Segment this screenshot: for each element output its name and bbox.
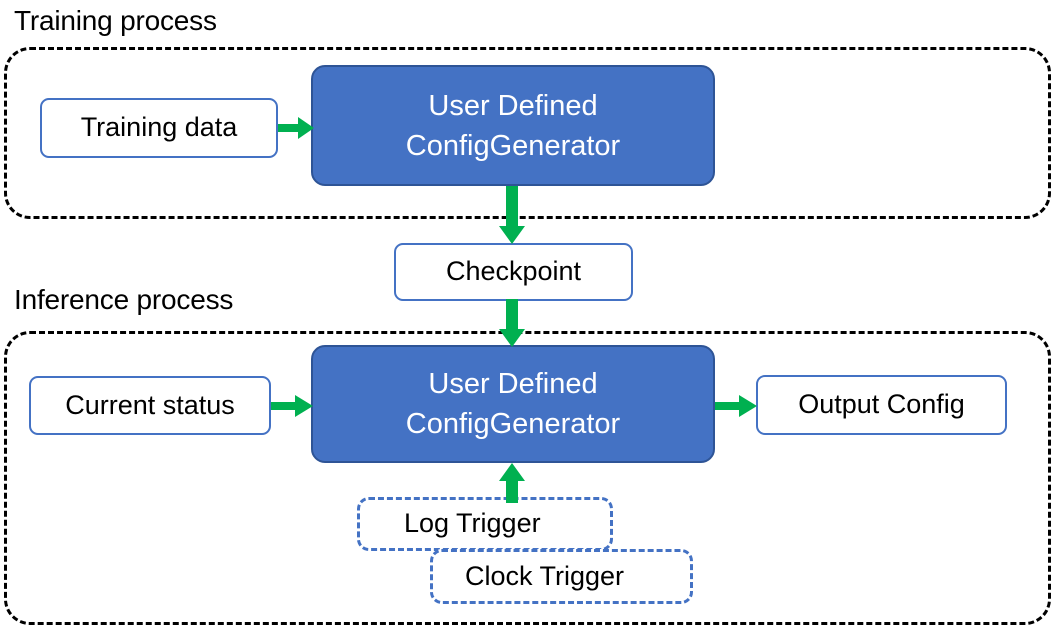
inference-process-title: Inference process	[14, 284, 234, 315]
generator-line-1: User Defined	[428, 368, 598, 400]
log-trigger-box[interactable]: Log Trigger	[357, 497, 613, 551]
arrow-generator-to-output-config	[715, 391, 759, 421]
current-status-box[interactable]: Current status	[29, 376, 271, 435]
inference-user-defined-configgenerator-box[interactable]: User Defined ConfigGenerator	[311, 345, 715, 463]
arrow-current-status-to-generator	[271, 391, 315, 421]
training-process-container	[4, 47, 1051, 219]
generator-line-2: ConfigGenerator	[405, 129, 621, 162]
generator-line-1: User Defined	[428, 89, 598, 122]
arrow-log-trigger-to-generator	[497, 463, 527, 503]
training-user-defined-configgenerator-box[interactable]: User Defined ConfigGenerator	[311, 65, 715, 186]
training-process-title: Training process	[14, 5, 217, 36]
arrow-training-generator-to-checkpoint	[497, 186, 527, 246]
arrow-training-data-to-generator	[278, 113, 316, 143]
inference-process-container	[4, 331, 1051, 625]
clock-trigger-box[interactable]: Clock Trigger	[430, 549, 693, 604]
output-config-box[interactable]: Output Config	[756, 375, 1007, 435]
generator-line-2: ConfigGenerator	[405, 408, 621, 440]
training-data-box[interactable]: Training data	[40, 98, 278, 158]
checkpoint-box[interactable]: Checkpoint	[394, 243, 633, 301]
arrow-checkpoint-to-inference-generator	[497, 299, 527, 349]
